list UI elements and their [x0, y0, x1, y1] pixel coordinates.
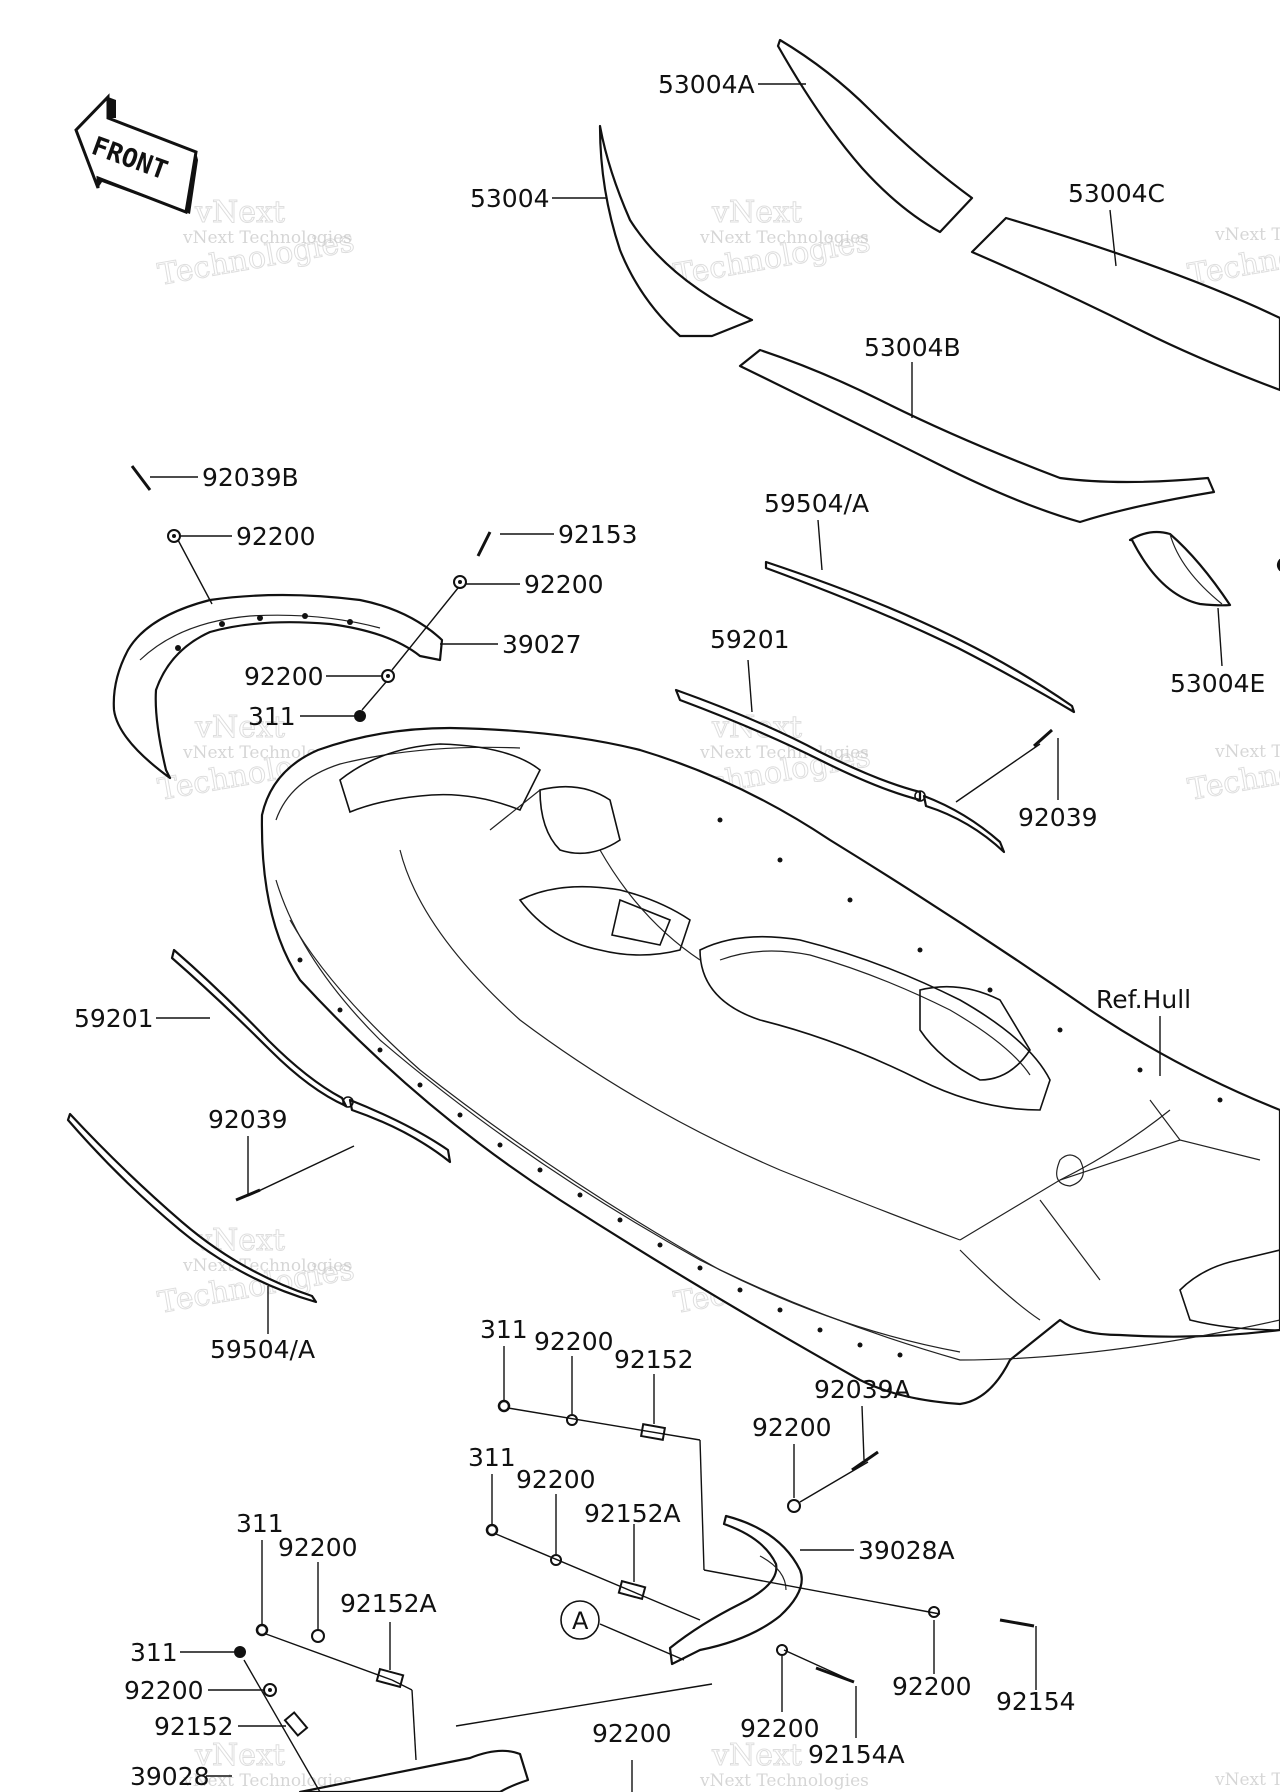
washer-92200-icon [381, 669, 395, 683]
part-label[interactable]: 59201 [710, 625, 790, 654]
part-label[interactable]: 92200 [244, 662, 324, 691]
watermark-text: vNext [194, 1223, 285, 1258]
rub-rail-59201-top [674, 688, 1006, 854]
mat-53004B [738, 348, 1216, 524]
nut-311-icon [354, 710, 366, 722]
watermark-text: vNext Technologies [1214, 1770, 1280, 1790]
watermark: vNext Technologies Technologies [1185, 738, 1280, 808]
watermark-text: vNext [194, 1738, 285, 1773]
part-label[interactable]: Ref.Hull [1096, 985, 1191, 1014]
part-label[interactable]: 92200 [516, 1465, 596, 1494]
part-label[interactable]: 39028A [858, 1536, 955, 1565]
part-label[interactable]: 92152 [614, 1345, 694, 1374]
part-label[interactable]: 59504/A [764, 489, 869, 518]
part-label[interactable]: 92152A [584, 1499, 681, 1528]
part-label[interactable]: 92200 [892, 1672, 972, 1701]
bolt-92154-icon [999, 1618, 1035, 1628]
part-label[interactable]: 92039A [814, 1375, 911, 1404]
spacer-92152A-icon [617, 1579, 647, 1601]
part-label[interactable]: 92152A [340, 1589, 437, 1618]
nut-311-icon [255, 1623, 269, 1637]
rub-rail-59504A-top [764, 560, 1076, 714]
watermark-text: vNext [194, 195, 285, 230]
watermark-text: vNext Technologies [699, 1771, 869, 1791]
part-label[interactable]: 92039 [1018, 803, 1098, 832]
bolt-92153-icon [476, 531, 492, 557]
watermark-text: vNext Technologies [699, 228, 869, 248]
part-label[interactable]: 311 [130, 1638, 178, 1667]
part-label[interactable]: 311 [236, 1509, 284, 1538]
part-label[interactable]: 59504/A [210, 1335, 315, 1364]
leader-lines [150, 83, 1223, 1792]
screw-92039-icon [1033, 728, 1053, 748]
front-arrow-icon: FRONT [74, 93, 198, 215]
watermark-text: vNext Technologies [1214, 225, 1280, 245]
watermark-text: vNext [711, 1738, 802, 1773]
hull [260, 726, 1280, 1406]
part-label[interactable]: 53004E [1170, 669, 1265, 698]
part-label[interactable]: 92152 [154, 1712, 234, 1741]
part-label[interactable]: 92039B [202, 463, 299, 492]
grab-handle-39028A [668, 1514, 803, 1666]
watermark-text: vNext [194, 710, 285, 745]
watermark-text: vNext [711, 195, 802, 230]
part-label[interactable]: 92200 [752, 1413, 832, 1442]
washer-92200-icon [566, 1414, 578, 1426]
part-label[interactable]: 53004A [658, 70, 755, 99]
part-label[interactable]: 92039 [208, 1105, 288, 1134]
washer-92200-icon [311, 1629, 325, 1643]
part-label[interactable]: 92200 [524, 570, 604, 599]
mat-53004 [598, 124, 754, 338]
part-label[interactable]: 92200 [236, 522, 316, 551]
screw-92039B-icon [130, 465, 152, 491]
part-label[interactable]: 92154A [808, 1740, 905, 1769]
reference-marker-a: A [560, 1600, 600, 1640]
part-label[interactable]: 59201 [74, 1004, 154, 1033]
part-label[interactable]: 39027 [502, 630, 582, 659]
spacer-92152-icon [283, 1711, 309, 1737]
washer-92200-icon [776, 1644, 788, 1656]
watermark: vNext Technologies [1214, 1770, 1280, 1790]
part-label[interactable]: 39028 [130, 1762, 210, 1791]
screw-92039A-icon [851, 1450, 879, 1472]
mat-53004E [1128, 530, 1280, 607]
watermarks: vNext vNext Technologies Technologies vN… [155, 195, 1280, 1792]
part-label[interactable]: 53004C [1068, 179, 1165, 208]
watermark-text: vNext Technologies [1214, 742, 1280, 762]
washer-92200-icon [167, 529, 181, 543]
part-label[interactable]: 92200 [534, 1327, 614, 1356]
part-labels: 53004A 53004 53004C 53004B 53004E 92039B… [74, 70, 1265, 1791]
washer-92200-icon [453, 575, 467, 589]
part-label[interactable]: 92154 [996, 1687, 1076, 1716]
nut-311-icon [497, 1399, 511, 1413]
mat-53004A [776, 38, 974, 234]
washer-92200-icon [263, 1683, 277, 1697]
watermark-text: vNext Technologies [182, 228, 352, 248]
part-label[interactable]: 311 [468, 1443, 516, 1472]
watermark: vNext vNext Technologies Technologies [671, 195, 874, 294]
part-label[interactable]: 311 [480, 1315, 528, 1344]
nut-311-icon [234, 1646, 246, 1658]
washer-92200-icon [787, 1499, 801, 1513]
part-label[interactable]: 53004B [864, 333, 961, 362]
part-label[interactable]: 92200 [592, 1719, 672, 1748]
reference-marker-label: A [572, 1607, 589, 1635]
part-label[interactable]: 92200 [740, 1714, 820, 1743]
rub-rail-59504A-left [66, 1112, 318, 1304]
grab-handle-39028 [298, 1749, 530, 1792]
grab-rail-39027 [112, 593, 444, 780]
mat-53004C [970, 216, 1280, 392]
part-label[interactable]: 92200 [278, 1533, 358, 1562]
part-label[interactable]: 53004 [470, 184, 550, 213]
part-label[interactable]: 92200 [124, 1676, 204, 1705]
nut-311-icon [485, 1523, 499, 1537]
rub-rail-59201-left [170, 948, 452, 1164]
watermark: vNext vNext Technologies [699, 1738, 869, 1792]
part-label[interactable]: 311 [248, 702, 296, 731]
part-label[interactable]: 92153 [558, 520, 638, 549]
